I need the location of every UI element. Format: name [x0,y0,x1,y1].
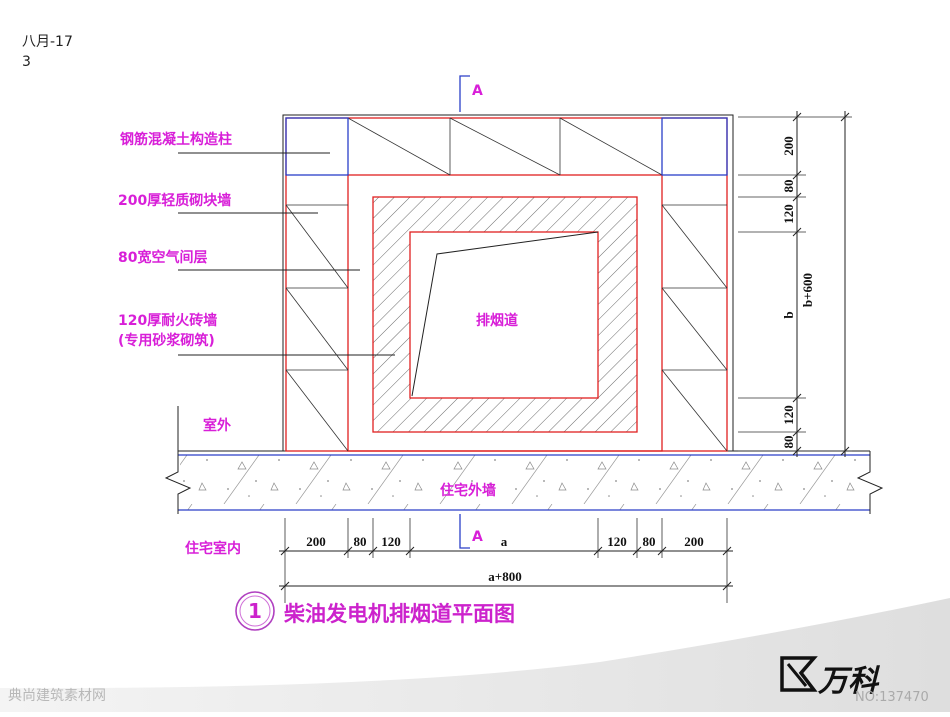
slide-date: 八月-17 [22,34,73,50]
drawing-title: 1 柴油发电机排烟道平面图 [235,591,515,631]
label-block-wall: 200厚轻质砌块墙 [118,192,231,209]
label-firebrick-note: (专用砂浆砌筑) [118,332,215,349]
block-pattern-line [661,204,728,289]
dim-h-1: 200 [306,534,326,549]
dim-v-2: 80 [781,180,796,193]
section-mark-top-label: A [472,83,483,99]
dim-v-6: 80 [781,436,796,449]
section-mark-bottom-label: A [472,529,483,545]
exterior-wall-hatch [180,455,868,510]
label-outdoor: 室外 [203,417,231,434]
block-wall-inner-edge [347,174,663,452]
structure-outline [282,114,734,451]
vanke-logo: 万科 [780,656,881,699]
label-air-gap: 80宽空气间层 [118,249,207,266]
flue-opening [409,231,599,399]
dim-h-2: 80 [354,534,367,549]
label-concrete-column: 钢筋混凝土构造柱 [120,131,232,148]
dim-v-3: 120 [781,204,796,224]
title-number-ring-inner [239,595,271,627]
dim-h-total: a+800 [488,569,521,584]
dim-ticks-vertical [792,112,850,456]
break-symbol-right [856,451,884,514]
dim-h-5: 120 [607,534,627,549]
vanke-logo-icon-stroke [786,663,808,687]
title-text: 柴油发电机排烟道平面图 [283,602,515,626]
label-exterior-wall: 住宅外墙 [440,482,496,499]
block-pattern-line [449,117,561,176]
dim-v-1: 200 [781,136,796,156]
dim-v-4: b [781,311,796,318]
block-pattern-line [285,204,349,289]
flue-pipe-outline [411,231,599,397]
block-pattern-line [559,117,663,176]
exterior-wall [164,450,884,514]
slide-page-number: 3 [22,54,31,70]
dim-ticks-horizontal [280,546,732,591]
block-pattern-line [661,369,728,452]
section-mark-bottom-line [459,514,470,549]
footer-swoosh [0,598,950,712]
block-pattern-line [347,117,451,176]
concrete-column-right [661,117,728,176]
block-pattern-line [285,369,349,452]
label-firebrick-wall: 120厚耐火砖墙 [118,312,217,329]
section-mark-bottom: A [459,514,483,549]
horizontal-dimensions: 200 80 120 a 120 80 200 a+800 [279,518,733,603]
dim-v-5: 120 [781,405,796,425]
dim-h-7: 200 [684,534,704,549]
break-symbol-left [164,451,192,514]
block-wall [285,117,728,452]
dim-h-4: a [501,534,508,549]
dim-v-total: b+600 [800,273,815,307]
document-number: NO:137470 [855,690,929,705]
watermark-text: 典尚建筑素材网 [8,688,106,704]
vanke-logo-icon [780,656,818,692]
flue-label: 排烟道 [476,312,518,329]
block-pattern-line [661,287,728,371]
vertical-dimensions: 200 80 120 b 120 80 b+600 [738,111,852,457]
title-number-ring-outer [235,591,275,631]
logo-text: 万科 [817,664,881,699]
dim-h-6: 80 [643,534,656,549]
section-mark-top: A [459,75,483,112]
concrete-column-left [285,117,349,176]
label-indoor: 住宅室内 [185,540,241,557]
dim-h-3: 120 [381,534,401,549]
section-mark-top-line [459,75,470,112]
block-pattern-line [285,287,349,371]
title-number: 1 [248,599,262,623]
